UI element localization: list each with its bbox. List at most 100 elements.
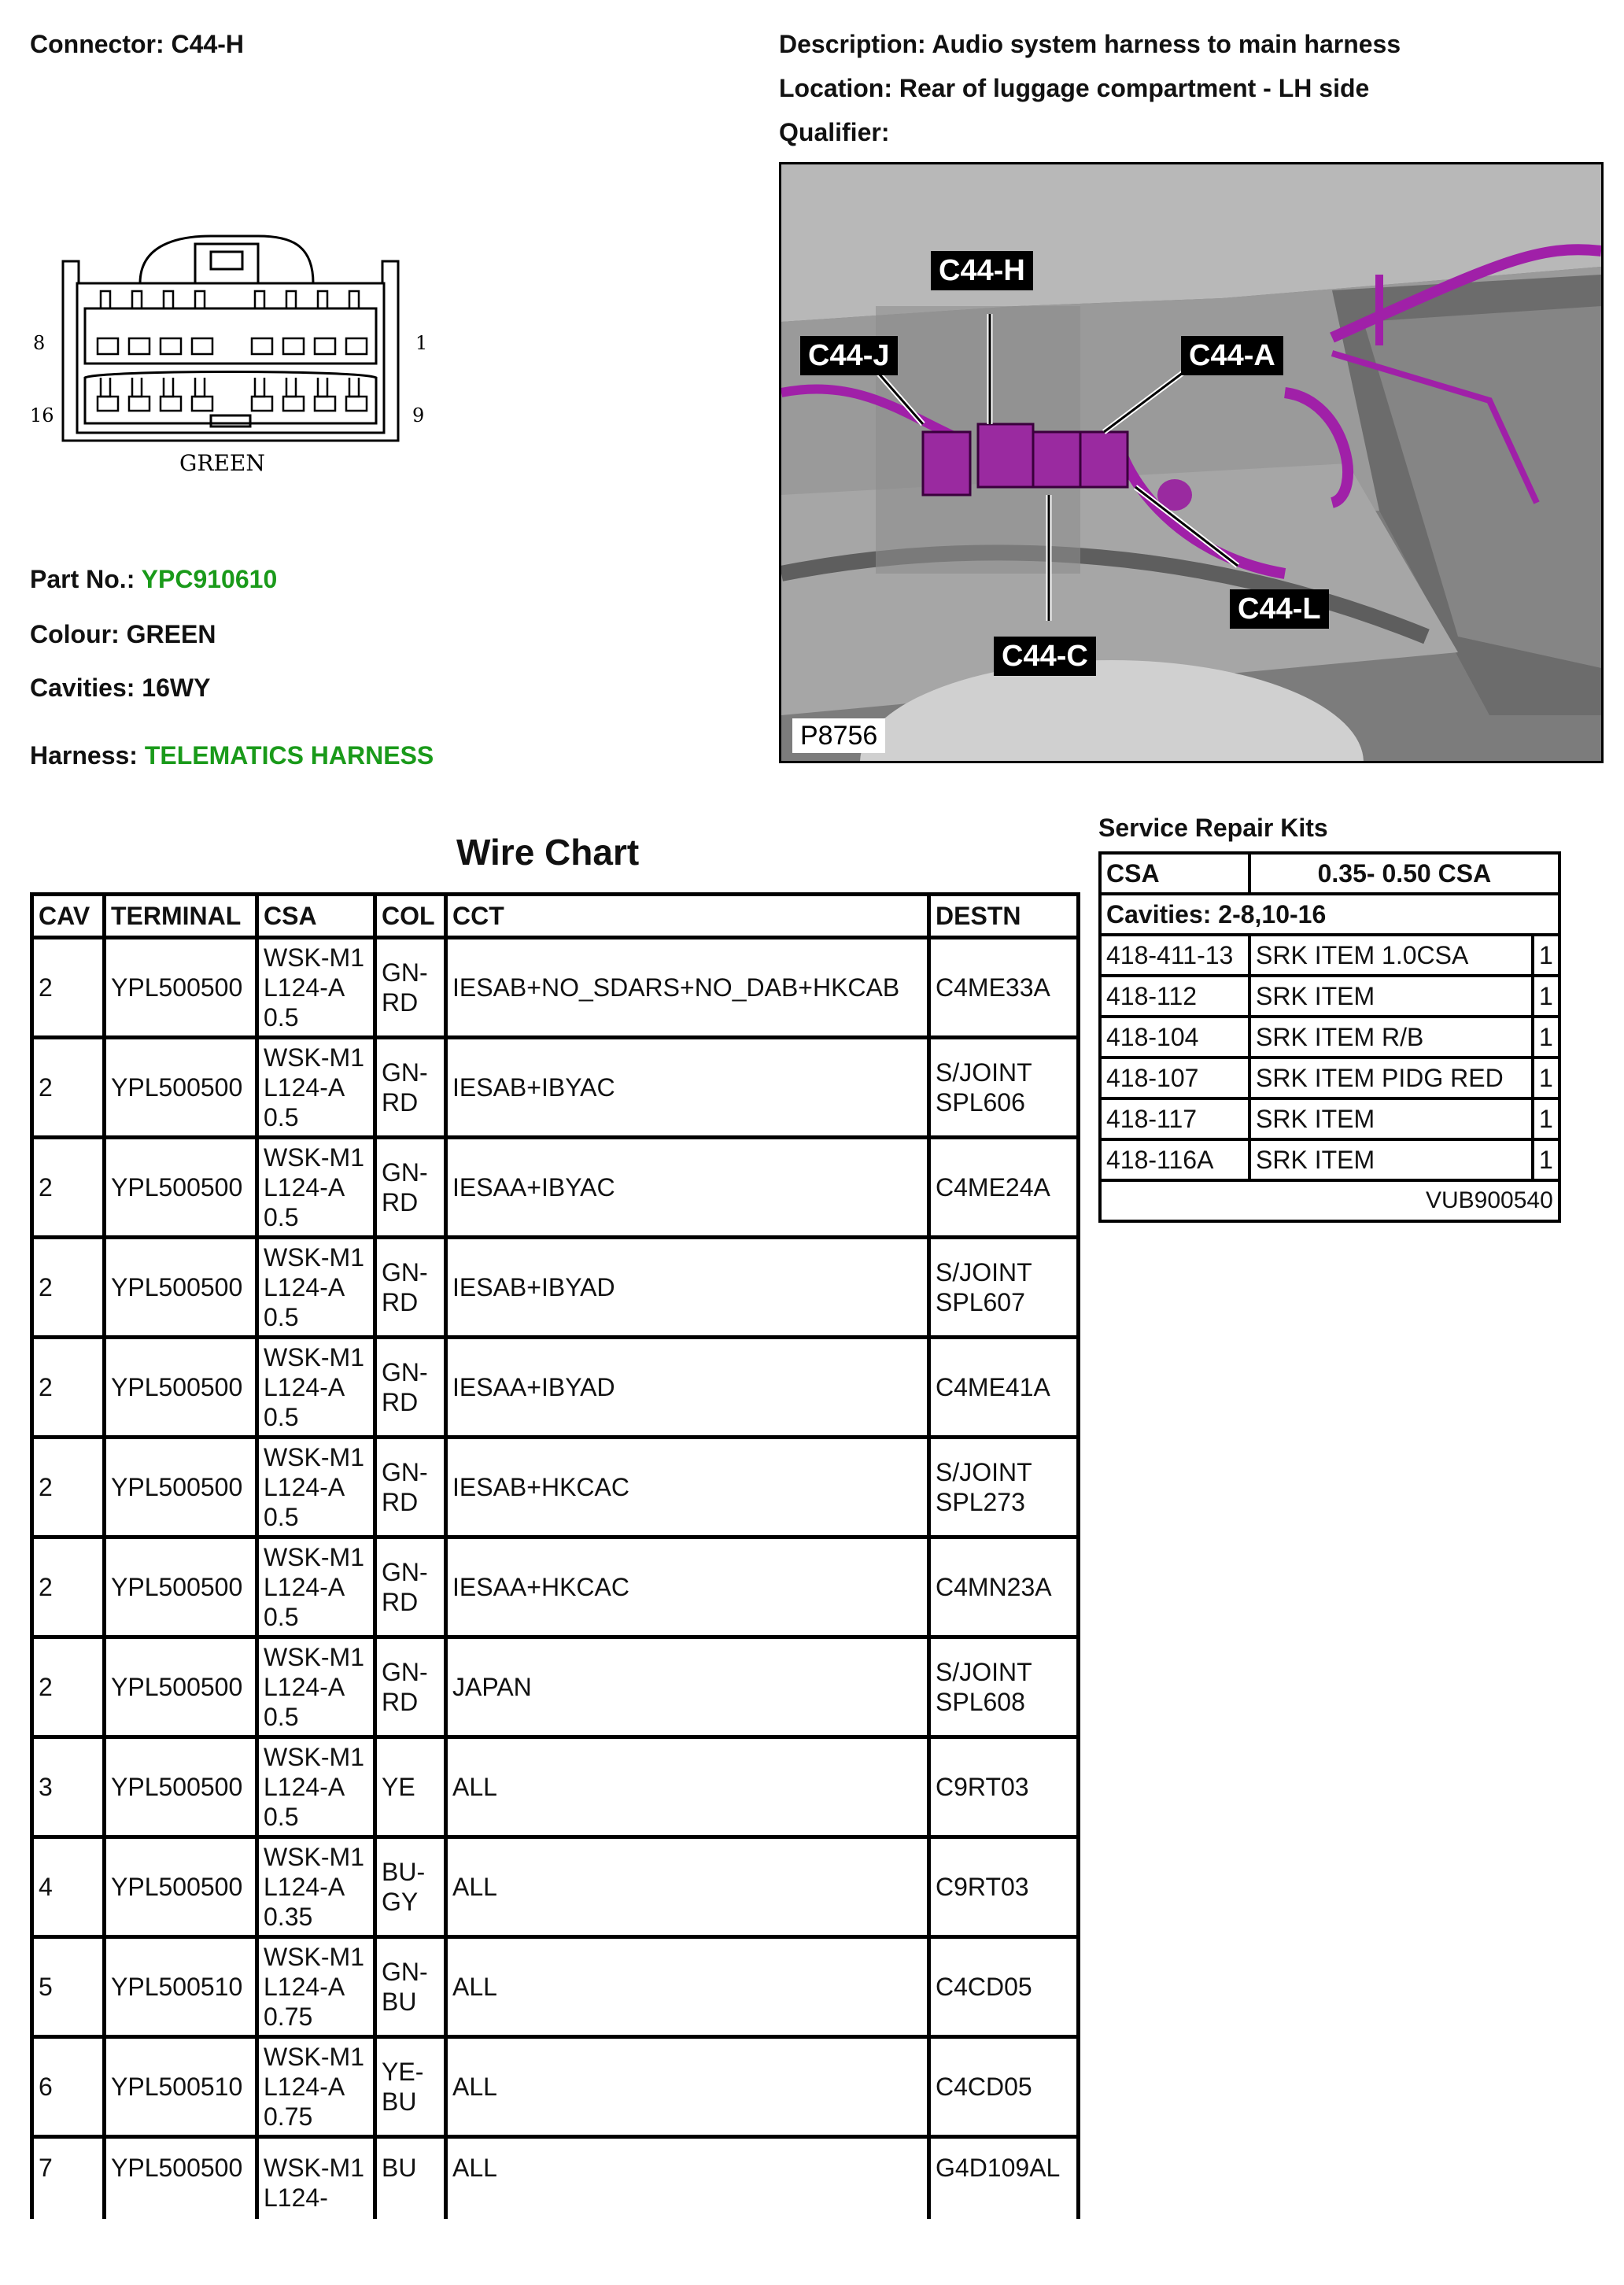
connector-line: Connector: C44-H bbox=[30, 30, 244, 59]
harness-label: Harness: bbox=[30, 741, 138, 770]
pin-1-label: 1 bbox=[415, 332, 427, 354]
cell-terminal: YPL500500 bbox=[102, 1035, 259, 1139]
part-label: Part No.: bbox=[30, 565, 135, 593]
cell-csa: WSK-M1L124-A 0.5 bbox=[255, 1535, 377, 1639]
cell-csa: WSK-M1L124-A 0.5 bbox=[255, 1635, 377, 1739]
cell-csa: WSK-M1L124-A 0.5 bbox=[255, 1335, 377, 1439]
cell-cct: ALL bbox=[444, 1935, 931, 2039]
cell-cct: IESAB+IBYAD bbox=[444, 1235, 931, 1339]
cell-cct: IESAA+IBYAC bbox=[444, 1135, 931, 1239]
cell-cav: 2 bbox=[30, 1335, 106, 1439]
location-value: Rear of luggage compartment - LH side bbox=[899, 74, 1370, 102]
cell-cct: JAPAN bbox=[444, 1635, 931, 1739]
cell-cct: IESAB+NO_SDARS+NO_DAB+HKCAB bbox=[444, 936, 931, 1039]
connector-label: Connector: bbox=[30, 30, 164, 58]
cell-cct: IESAB+HKCAC bbox=[444, 1435, 931, 1539]
description-value: Audio system harness to main harness bbox=[932, 30, 1401, 58]
cell-destn: S/JOINT SPL608 bbox=[927, 1635, 1080, 1739]
cell-terminal: YPL500500 bbox=[102, 1335, 259, 1439]
srk-cell-code: 418-116A bbox=[1098, 1138, 1251, 1182]
connector-value: C44-H bbox=[171, 30, 245, 58]
cell-cct: ALL bbox=[444, 1735, 931, 1839]
srk-cell-item: SRK ITEM bbox=[1248, 974, 1534, 1018]
srk-cavities: Cavities: 2-8,10-16 bbox=[1098, 892, 1561, 936]
callout-c44-h: C44-H bbox=[931, 251, 1033, 290]
connector-colour-label: GREEN bbox=[179, 450, 265, 476]
srk-cell-item: SRK ITEM 1.0CSA bbox=[1248, 933, 1534, 977]
srk-cell-code: 418-117 bbox=[1098, 1097, 1251, 1141]
cell-col: GN-BU bbox=[373, 1935, 448, 2039]
part-line: Part No.: YPC910610 bbox=[30, 565, 277, 594]
cell-csa: WSK-M1L124-A 0.5 bbox=[255, 1435, 377, 1539]
cell-csa: WSK-M1L124-A 0.75 bbox=[255, 1935, 377, 2039]
cell-terminal: YPL500500 bbox=[102, 1435, 259, 1539]
srk-cell-code: 418-104 bbox=[1098, 1015, 1251, 1059]
wire-chart-title: Wire Chart bbox=[456, 832, 640, 873]
colour-line: Colour: GREEN bbox=[30, 620, 216, 649]
description-label: Description: bbox=[779, 30, 926, 58]
cell-col: GN-RD bbox=[373, 1235, 448, 1339]
harness-value: TELEMATICS HARNESS bbox=[144, 741, 434, 770]
cell-col: GN-RD bbox=[373, 1635, 448, 1739]
cell-destn: C4ME33A bbox=[927, 936, 1080, 1039]
cell-destn: C4ME24A bbox=[927, 1135, 1080, 1239]
location-label: Location: bbox=[779, 74, 892, 102]
cell-col: GN-RD bbox=[373, 1335, 448, 1439]
cell-destn: C9RT03 bbox=[927, 1735, 1080, 1839]
cavities-value: 16WY bbox=[142, 674, 211, 702]
location-photo-illustration bbox=[781, 164, 1601, 761]
cell-cav: 7 bbox=[30, 2135, 106, 2219]
cell-terminal: YPL500510 bbox=[102, 1935, 259, 2039]
cell-col: YE-BU bbox=[373, 2035, 448, 2139]
connector-face-diagram: 8 1 16 9 GREEN bbox=[30, 234, 427, 476]
cell-cct: IESAA+IBYAD bbox=[444, 1335, 931, 1439]
srk-cavities-row: Cavities: 2-8,10-16 bbox=[1098, 892, 1561, 936]
cell-destn: C4CD05 bbox=[927, 2035, 1080, 2139]
cell-cav: 3 bbox=[30, 1735, 106, 1839]
cell-terminal: YPL500500 bbox=[102, 1535, 259, 1639]
cell-col: BU-GY bbox=[373, 1835, 448, 1939]
cell-cav: 2 bbox=[30, 1635, 106, 1739]
location-line: Location: Rear of luggage compartment - … bbox=[779, 74, 1369, 103]
cell-csa: WSK-M1L124-A 0.5 bbox=[255, 936, 377, 1039]
cell-terminal: YPL500500 bbox=[102, 1135, 259, 1239]
cell-destn: C4MN23A bbox=[927, 1535, 1080, 1639]
srk-cell-qty: 1 bbox=[1531, 933, 1561, 977]
cell-cav: 6 bbox=[30, 2035, 106, 2139]
cell-cav: 2 bbox=[30, 936, 106, 1039]
cell-csa: WSK-M1L124-A 0.35 bbox=[255, 1835, 377, 1939]
srk-title: Service Repair Kits bbox=[1098, 814, 1328, 842]
srk-cell-qty: 1 bbox=[1531, 1138, 1561, 1182]
cell-terminal: YPL500500 bbox=[102, 2135, 259, 2219]
cell-col: GN-RD bbox=[373, 936, 448, 1039]
srk-cell-code: 418-112 bbox=[1098, 974, 1251, 1018]
harness-line: Harness: TELEMATICS HARNESS bbox=[30, 741, 434, 770]
cell-col: GN-RD bbox=[373, 1535, 448, 1639]
cell-col: BU bbox=[373, 2135, 448, 2219]
srk-cell-qty: 1 bbox=[1531, 1015, 1561, 1059]
callout-c44-l: C44-L bbox=[1230, 589, 1329, 629]
srk-cell-item: SRK ITEM PIDG RED bbox=[1248, 1056, 1534, 1100]
cell-destn: G4D109AL bbox=[927, 2135, 1080, 2219]
column-header-csa: CSA bbox=[255, 892, 377, 939]
cell-csa: WSK-M1L124- bbox=[255, 2135, 377, 2219]
callout-c44-c: C44-C bbox=[994, 637, 1096, 676]
cell-cav: 5 bbox=[30, 1935, 106, 2039]
cell-terminal: YPL500500 bbox=[102, 1235, 259, 1339]
photo-code: P8756 bbox=[792, 718, 886, 753]
cell-csa: WSK-M1L124-A 0.5 bbox=[255, 1135, 377, 1239]
srk-header-csa: CSA bbox=[1098, 851, 1251, 895]
